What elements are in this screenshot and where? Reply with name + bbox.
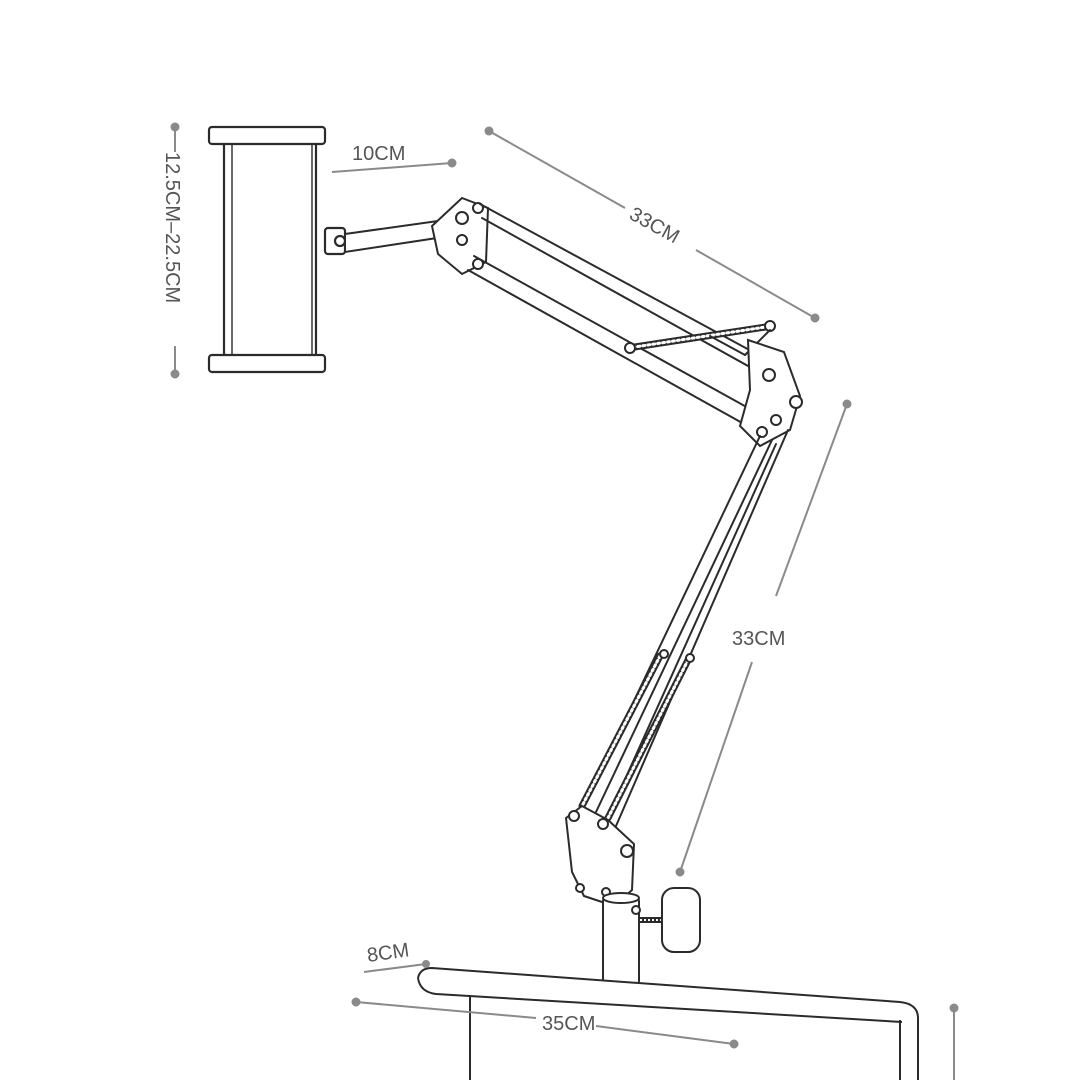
table — [417, 966, 919, 1080]
upper-arm-length-label: 33CM — [626, 203, 683, 248]
holder-depth-label: 10CM — [352, 143, 405, 165]
clamp-depth-label: 8CM — [366, 939, 411, 967]
upper-arm — [344, 196, 803, 448]
holder-height-label: 12.5CM–22.5CM — [161, 152, 183, 303]
dimension-lines — [170, 122, 959, 1080]
holder-top-clamp — [207, 125, 327, 146]
lower-arm-length-label: 33CM — [732, 628, 785, 650]
lower-arm — [564, 429, 789, 908]
lower-springs — [578, 649, 695, 822]
clamp-knob — [661, 887, 701, 953]
clamp-width-label: 35CM — [542, 1013, 595, 1035]
holder-bottom-clamp — [207, 353, 327, 374]
holder-body — [222, 140, 318, 358]
clamp-post — [602, 887, 701, 997]
tablet-holder — [207, 125, 347, 374]
